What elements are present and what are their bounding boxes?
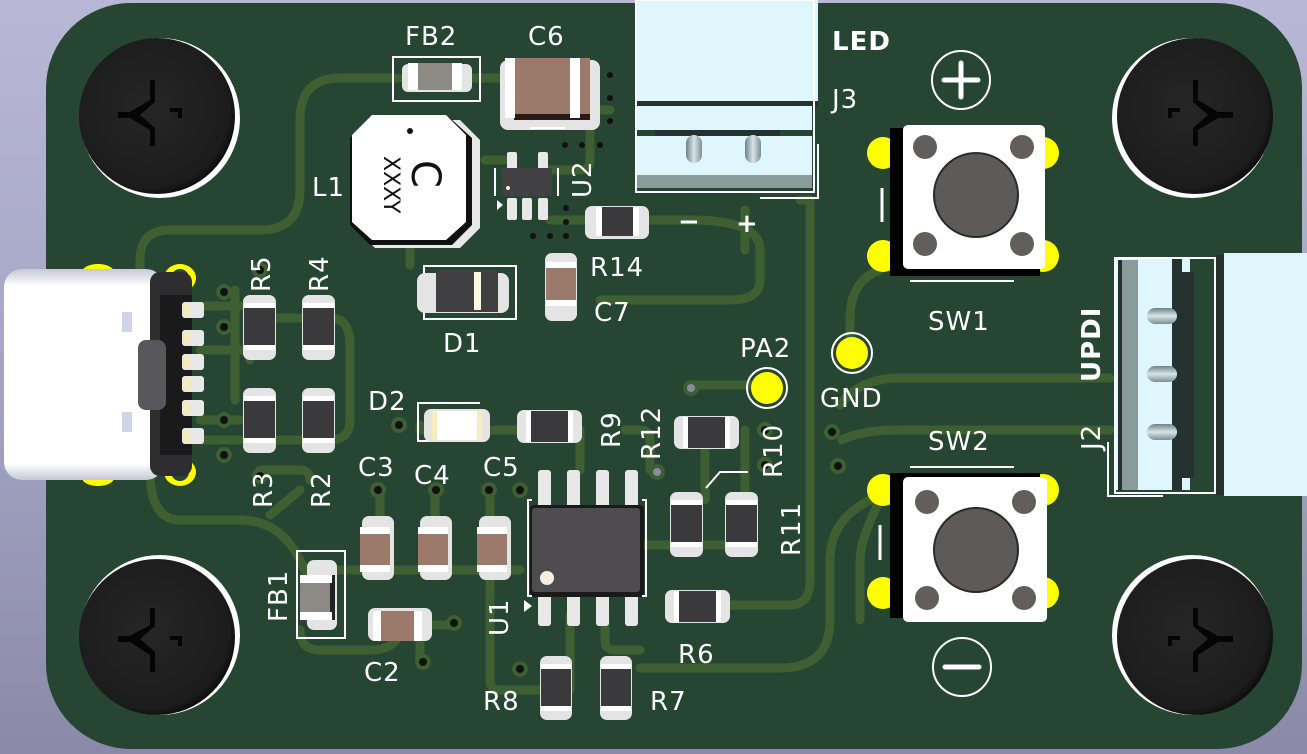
inductor-marking-xxx: XXX bbox=[378, 156, 403, 201]
label-led: LED bbox=[832, 27, 891, 57]
label-j2: J2 bbox=[1077, 424, 1107, 452]
diode-d1[interactable] bbox=[417, 265, 517, 320]
label-l1: L1 bbox=[312, 173, 345, 203]
label-sw1: SW1 bbox=[928, 307, 990, 337]
label-updi: UPDI bbox=[1077, 307, 1107, 382]
label-fb2: FB2 bbox=[405, 22, 457, 52]
resistor-r3[interactable] bbox=[243, 388, 276, 453]
resistor-r5[interactable] bbox=[243, 295, 276, 360]
label-r2: R2 bbox=[307, 471, 337, 508]
label-u2: U2 bbox=[568, 160, 598, 198]
resistor-r6[interactable] bbox=[665, 590, 730, 623]
resistor-r10[interactable] bbox=[674, 416, 739, 449]
resistor-r7[interactable] bbox=[600, 656, 632, 720]
led-d2[interactable] bbox=[417, 402, 490, 442]
tactile-switch-sw2[interactable] bbox=[867, 466, 1059, 622]
label-d2: D2 bbox=[368, 387, 407, 417]
capacitor-c4[interactable] bbox=[418, 516, 452, 580]
label-r4: R4 bbox=[305, 255, 335, 292]
label-fb1: FB1 bbox=[264, 570, 294, 622]
label-r14: R14 bbox=[590, 253, 644, 283]
inductor-l1[interactable]: XXX Y C bbox=[350, 115, 480, 248]
ferrite-bead-fb2[interactable] bbox=[392, 56, 481, 102]
resistor-r11[interactable] bbox=[725, 492, 758, 557]
tactile-switch-sw1[interactable] bbox=[867, 125, 1059, 282]
label-r8: R8 bbox=[483, 687, 520, 717]
test-point-gnd[interactable] bbox=[831, 332, 873, 374]
mounting-screw-bottom-left bbox=[79, 555, 240, 715]
label-c4: C4 bbox=[414, 461, 451, 491]
test-point-pa2[interactable] bbox=[746, 367, 788, 409]
resistor-r8[interactable] bbox=[540, 656, 572, 720]
capacitor-c7[interactable] bbox=[545, 253, 577, 321]
capacitor-c3[interactable] bbox=[360, 516, 394, 580]
capacitor-c2[interactable] bbox=[368, 608, 432, 641]
label-r5: R5 bbox=[247, 255, 277, 292]
inductor-marking-y: Y bbox=[378, 199, 403, 214]
mounting-screw-top-left bbox=[79, 38, 240, 198]
resistor-r14[interactable] bbox=[585, 206, 649, 239]
label-gnd: GND bbox=[820, 384, 883, 414]
ferrite-bead-fb1[interactable] bbox=[296, 550, 346, 639]
mounting-screw-top-right bbox=[1112, 38, 1273, 198]
connector-j3[interactable] bbox=[635, 0, 819, 199]
resistor-r4[interactable] bbox=[302, 295, 335, 360]
usb-c-connector bbox=[4, 264, 204, 486]
ic-u1[interactable] bbox=[524, 470, 647, 626]
label-r12: R12 bbox=[637, 406, 667, 460]
label-j3: J3 bbox=[830, 85, 858, 115]
label-r7: R7 bbox=[650, 687, 687, 717]
label-r6: R6 bbox=[678, 640, 715, 670]
connector-j2[interactable] bbox=[1107, 253, 1307, 497]
label-c5: C5 bbox=[483, 453, 520, 483]
label-c6: C6 bbox=[528, 22, 565, 52]
silk-marker-line bbox=[705, 471, 748, 489]
capacitor-c6[interactable] bbox=[500, 58, 600, 130]
label-r9: R9 bbox=[597, 411, 627, 448]
label-r3: R3 bbox=[249, 471, 279, 508]
minus-symbol-icon bbox=[932, 637, 992, 697]
j3-plus-label: + bbox=[736, 209, 759, 239]
inductor-marking-c: C bbox=[402, 160, 448, 188]
resistor-r2[interactable] bbox=[302, 388, 335, 453]
label-u1: U1 bbox=[485, 598, 515, 636]
label-c3: C3 bbox=[358, 453, 395, 483]
label-d1: D1 bbox=[443, 329, 482, 359]
label-sw2: SW2 bbox=[928, 427, 990, 457]
ic-u2[interactable] bbox=[494, 152, 559, 220]
vias bbox=[216, 72, 846, 677]
capacitor-c5[interactable] bbox=[477, 516, 511, 580]
label-c2: C2 bbox=[364, 658, 401, 688]
resistor-r12[interactable] bbox=[670, 492, 703, 557]
resistor-r9[interactable] bbox=[517, 410, 582, 443]
plus-symbol-icon bbox=[931, 50, 991, 110]
label-c7: C7 bbox=[594, 298, 631, 328]
label-r11: R11 bbox=[777, 502, 807, 556]
j3-minus-label: − bbox=[678, 207, 701, 237]
mounting-screw-bottom-right bbox=[1112, 555, 1273, 715]
label-r10: R10 bbox=[759, 424, 789, 478]
label-pa2: PA2 bbox=[740, 334, 791, 364]
